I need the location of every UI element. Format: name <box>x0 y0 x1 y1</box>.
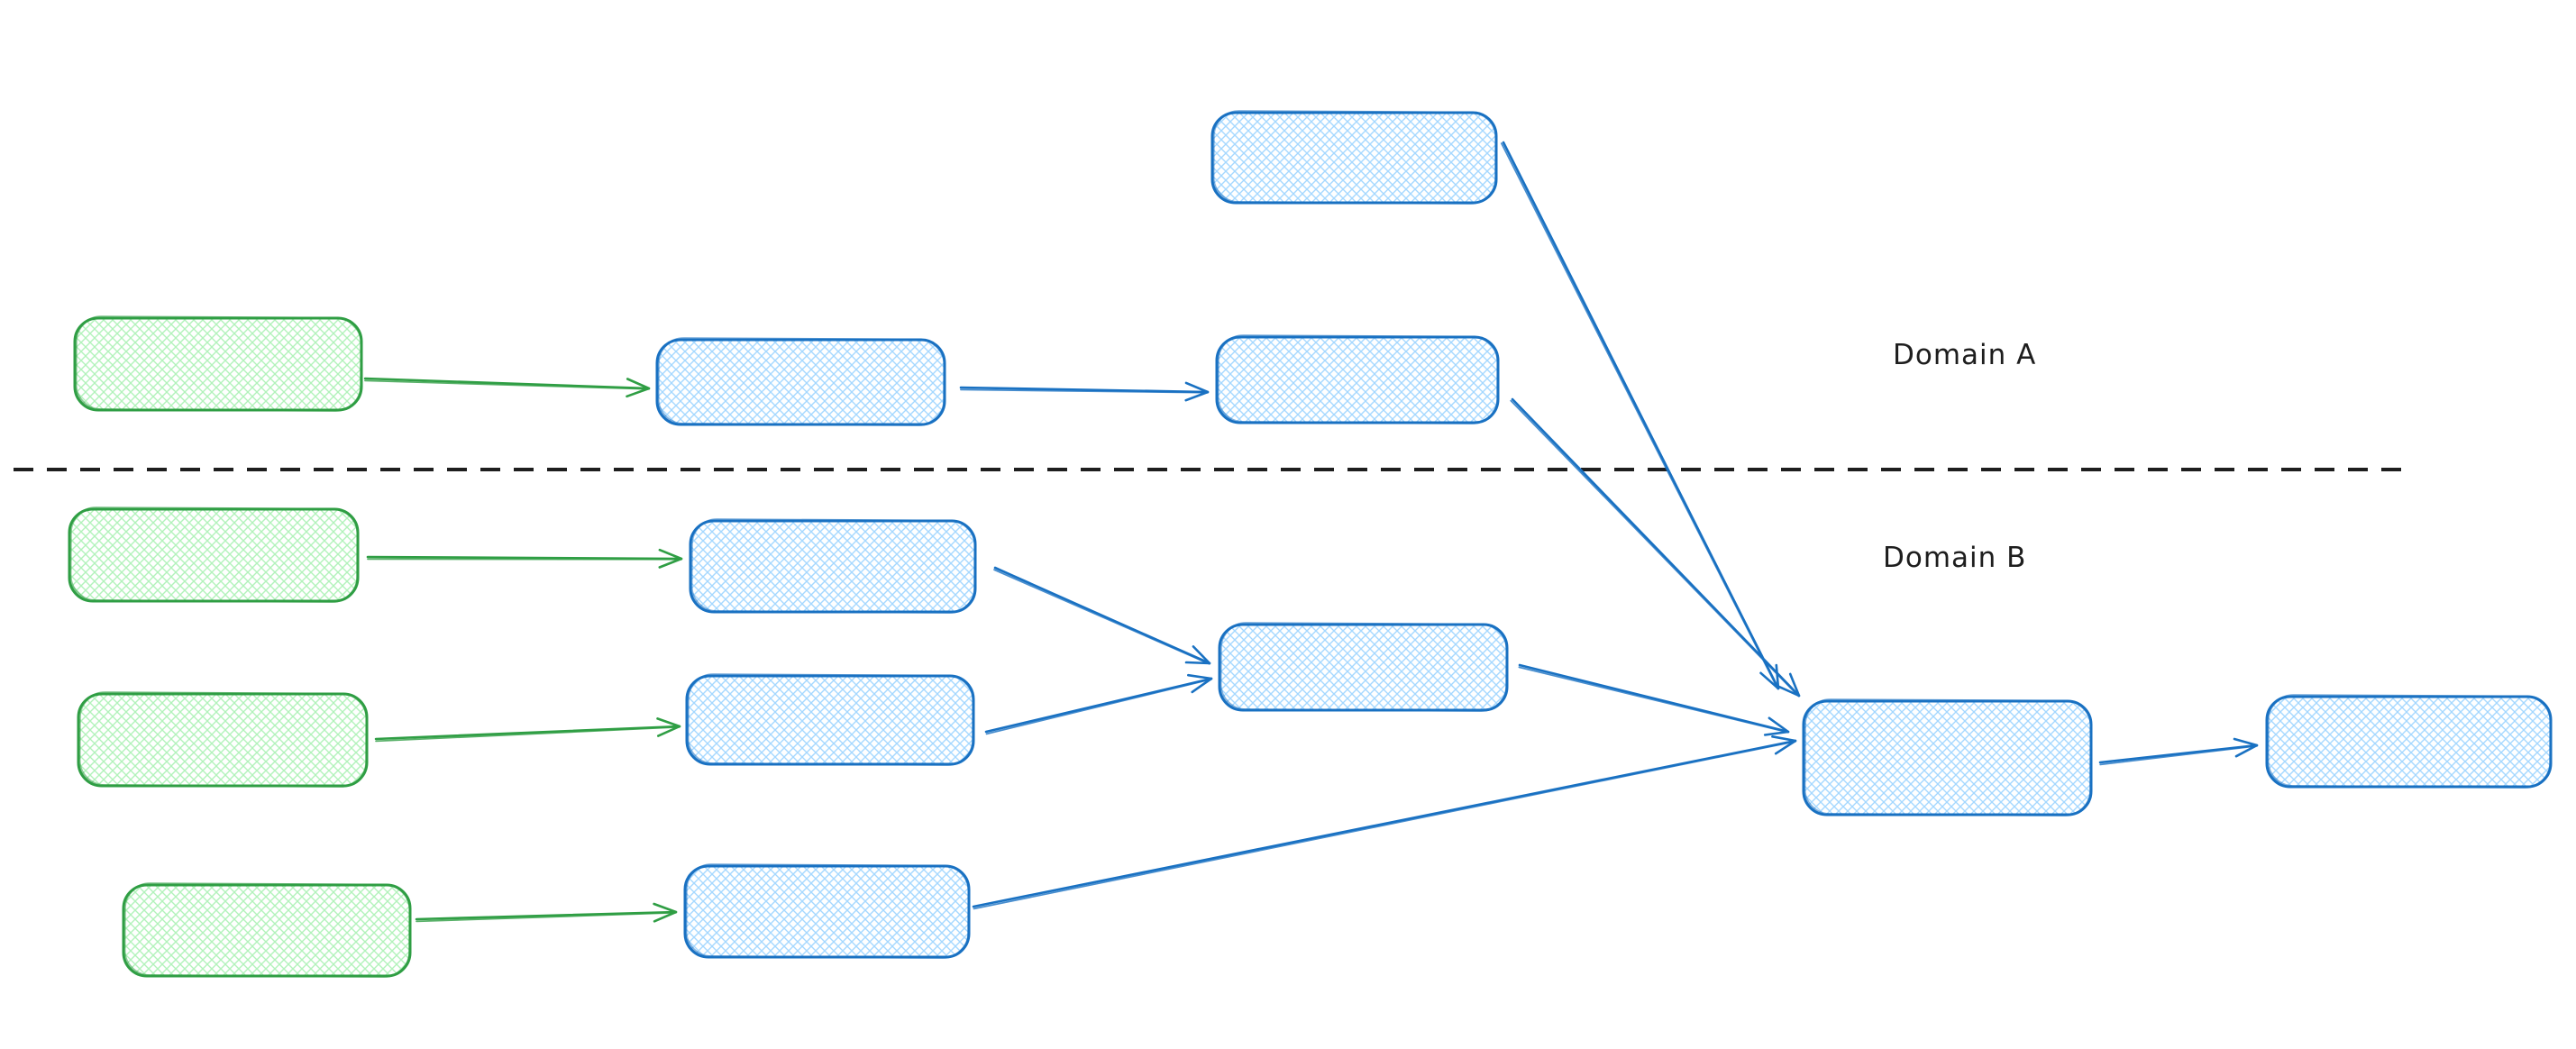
arrow-top-to-conv <box>1500 141 1780 690</box>
blue-box-domain-b-1 <box>689 518 977 614</box>
blue-box-domain-b-2 <box>685 673 975 766</box>
green-box-domain-b-3 <box>122 882 412 978</box>
arrow-green-b3 <box>415 902 678 923</box>
blue-box-top <box>1210 110 1498 205</box>
nodes-layer <box>68 110 2553 978</box>
arrow-green-a <box>363 377 651 398</box>
arrow-b3-to-conv <box>972 735 1797 910</box>
arrow-merge-to-conv <box>1518 663 1790 736</box>
green-box-domain-b-1 <box>68 506 360 603</box>
blue-box-domain-b-3 <box>683 863 971 959</box>
edges-layer <box>363 141 2259 923</box>
labels-layer: Domain A Domain B <box>1883 339 2036 574</box>
arrow-green-b2 <box>374 717 681 743</box>
blue-box-final <box>2265 694 2553 789</box>
arrow-a-mid-to-right <box>959 381 1210 402</box>
arrow-green-b1 <box>366 548 683 569</box>
green-box-domain-a <box>73 315 363 412</box>
arrow-conv-to-final <box>2098 737 2259 766</box>
blue-box-domain-b-merge <box>1218 622 1509 712</box>
green-box-domain-b-2 <box>77 691 369 788</box>
domain-b-label: Domain B <box>1883 542 2026 574</box>
arrow-a-right-to-conv <box>1510 397 1801 698</box>
arrow-b1-to-merge <box>993 566 1211 665</box>
blue-box-domain-a-right <box>1215 334 1500 424</box>
blue-box-domain-a-mid <box>655 337 946 426</box>
domain-a-label: Domain A <box>1893 339 2036 371</box>
arrow-b2-to-merge <box>984 673 1213 735</box>
blue-box-convergence <box>1802 698 2093 816</box>
